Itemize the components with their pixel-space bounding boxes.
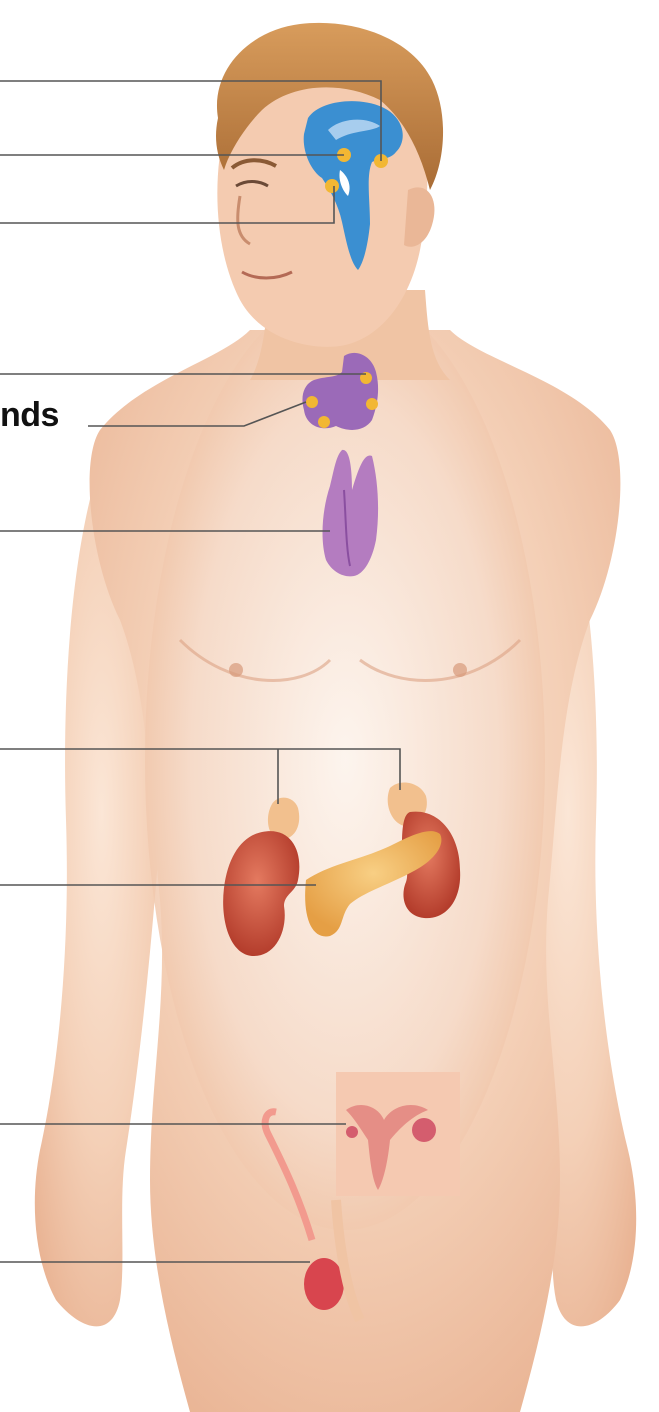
parathyroid-label-partial: nds: [0, 398, 59, 432]
parathyroid-dot-3: [306, 396, 318, 408]
ovary-inset-illustration: [336, 1072, 460, 1196]
parathyroid-dot-4: [318, 416, 330, 428]
parathyroid-dot-2: [366, 398, 378, 410]
pituitary-dot: [325, 179, 339, 193]
